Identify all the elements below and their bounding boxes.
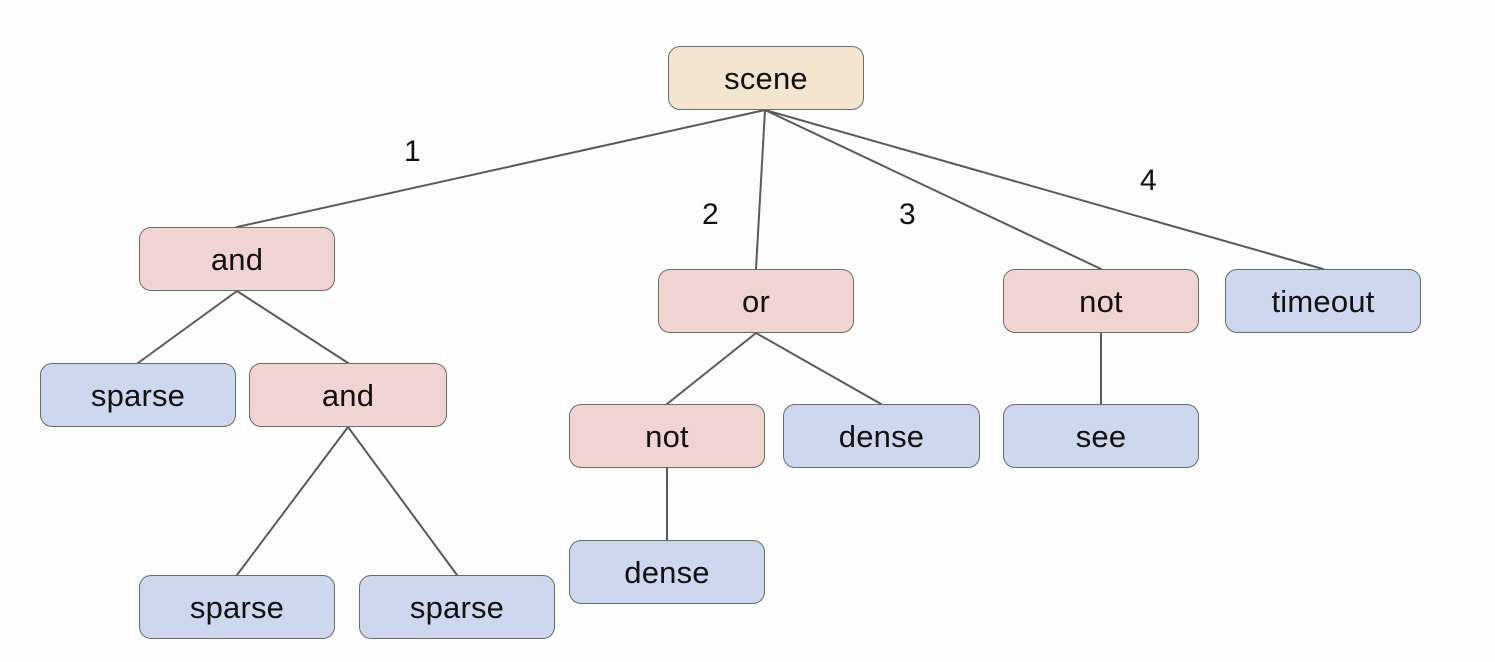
tree-node-not2[interactable]: not xyxy=(569,404,765,468)
tree-node-sparse3[interactable]: sparse xyxy=(359,575,555,639)
tree-node-not1[interactable]: not xyxy=(1003,269,1199,333)
tree-node-label: sparse xyxy=(90,377,186,413)
tree-node-see1[interactable]: see xyxy=(1003,404,1199,468)
tree-edge-or1-to-not2 xyxy=(666,332,757,405)
tree-edge-and1-to-sparse1 xyxy=(137,290,238,364)
tree-node-label: scene xyxy=(724,60,808,96)
tree-edge-and2-to-sparse2 xyxy=(236,426,349,576)
tree-node-sparse2[interactable]: sparse xyxy=(139,575,335,639)
tree-node-sparse1[interactable]: sparse xyxy=(40,363,236,427)
edge-label-4: 4 xyxy=(1140,164,1157,197)
tree-edge-and1-to-and2 xyxy=(236,290,349,364)
tree-edge-or1-to-dense1 xyxy=(755,332,882,405)
tree-edge-scene-to-timeout1 xyxy=(764,109,1324,270)
tree-node-label: not xyxy=(1079,283,1123,319)
tree-node-label: or xyxy=(742,283,770,319)
edge-label-1: 1 xyxy=(404,135,421,168)
tree-edge-scene-to-and1 xyxy=(236,109,766,228)
tree-node-timeout1[interactable]: timeout xyxy=(1225,269,1421,333)
tree-node-label: and xyxy=(210,241,264,277)
tree-node-label: see xyxy=(1075,418,1127,454)
tree-node-and2[interactable]: and xyxy=(249,363,447,427)
tree-edge-scene-to-or1 xyxy=(755,109,766,270)
tree-node-or1[interactable]: or xyxy=(658,269,854,333)
edge-label-2: 2 xyxy=(702,198,719,231)
tree-node-dense2[interactable]: dense xyxy=(569,540,765,604)
tree-node-label: sparse xyxy=(189,589,285,625)
tree-edge-scene-to-not1 xyxy=(764,109,1102,270)
tree-node-label: dense xyxy=(624,554,710,590)
tree-node-label: dense xyxy=(838,418,925,454)
tree-edge-and2-to-sparse3 xyxy=(347,426,458,576)
tree-node-dense1[interactable]: dense xyxy=(783,404,980,468)
tree-node-and1[interactable]: and xyxy=(139,227,335,291)
tree-node-label: timeout xyxy=(1271,283,1375,319)
edge-label-3: 3 xyxy=(899,198,916,231)
tree-node-label: sparse xyxy=(409,589,505,625)
tree-node-label: not xyxy=(645,418,689,454)
tree-node-scene[interactable]: scene xyxy=(668,46,864,110)
tree-node-label: and xyxy=(321,377,375,413)
